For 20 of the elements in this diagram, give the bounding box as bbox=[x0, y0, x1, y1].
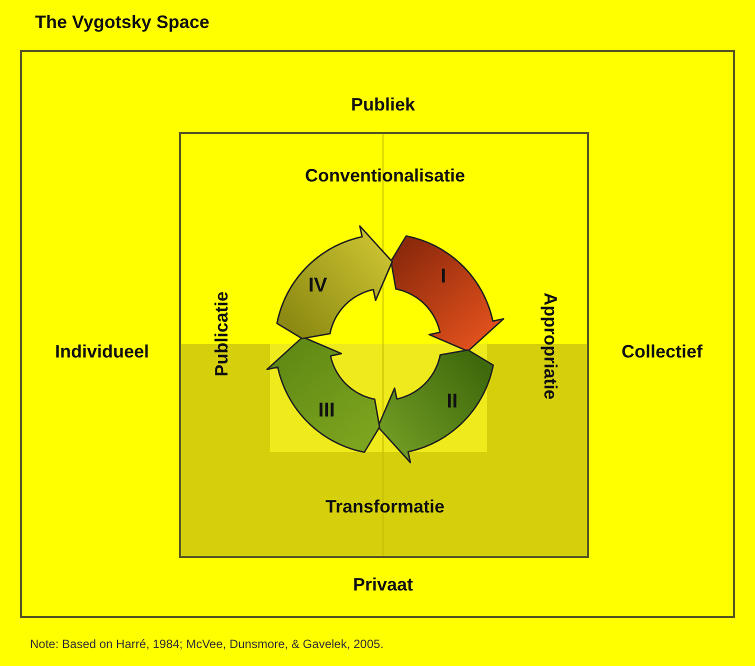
phase-number: IV bbox=[308, 274, 328, 298]
cycle-segment bbox=[378, 350, 493, 462]
source-note: Note: Based on Harré, 1984; McVee, Dunsmore, & Gavelek, 2005. bbox=[30, 637, 384, 651]
process-label: Transformatie bbox=[325, 496, 445, 518]
cycle-segment bbox=[266, 336, 380, 452]
outer-square bbox=[20, 50, 735, 618]
process-label: Conventionalisatie bbox=[304, 166, 466, 186]
axis-label: Publiek bbox=[350, 94, 416, 116]
phase-number: III bbox=[318, 400, 335, 423]
diagram-title: The Vygotsky Space bbox=[35, 12, 210, 33]
axis-label: Collectief bbox=[621, 342, 703, 362]
cycle-segment bbox=[390, 236, 504, 352]
axis-label: Individueel bbox=[54, 342, 150, 362]
phase-number: II bbox=[446, 390, 458, 414]
process-label: Appropriatie bbox=[540, 292, 560, 400]
inner-square bbox=[179, 132, 589, 558]
phase-number: I bbox=[440, 265, 446, 288]
cycle-segment bbox=[277, 226, 392, 338]
process-label: Publicatie bbox=[212, 291, 232, 377]
axis-label: Privaat bbox=[352, 574, 414, 596]
